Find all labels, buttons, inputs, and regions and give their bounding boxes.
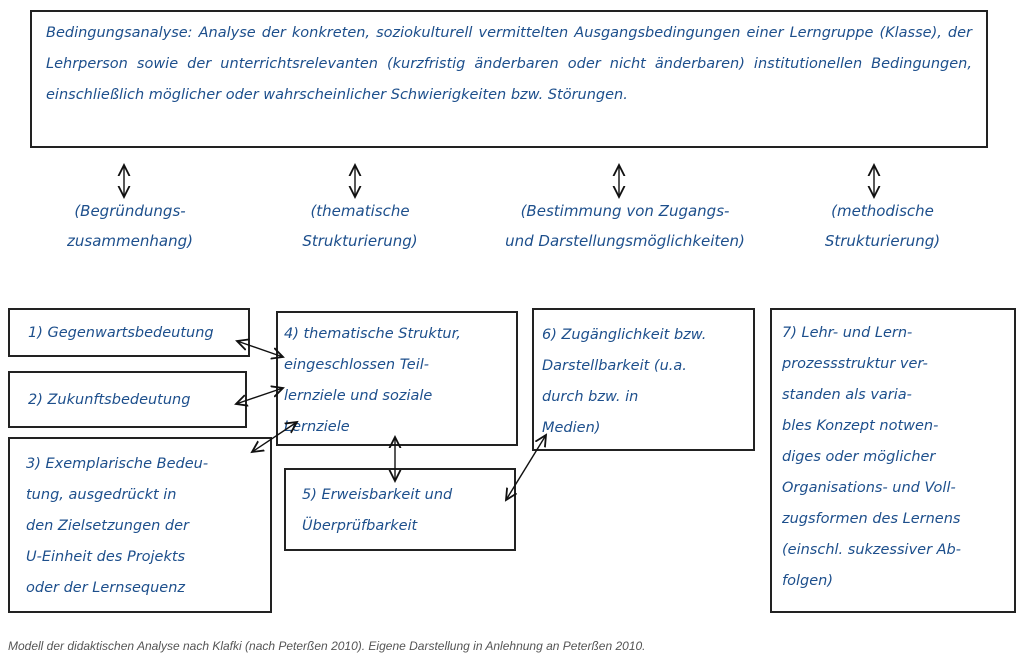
label-methodische-strukturierung: (methodische Strukturierung) — [824, 202, 941, 250]
box-thematische-struktur: 4) thematische Struktur, eingeschlossen … — [276, 311, 518, 446]
label-zugangs-darstellung: (Bestimmung von Zugangs- und Darstellung… — [505, 202, 745, 250]
bedingungsanalyse-box: Bedingungsanalyse: Analyse der konkreten… — [30, 10, 988, 148]
box-exemplarische-bedeutung: 3) Exemplarische Bedeu- tung, ausgedrück… — [8, 437, 272, 613]
box-zugaenglichkeit: 6) Zugänglichkeit bzw. Darstellbarkeit (… — [532, 308, 755, 451]
box-zukunftsbedeutung: 2) Zukunftsbedeutung — [8, 371, 247, 428]
box-text: 2) Zukunftsbedeutung — [28, 392, 191, 408]
box-text: 3) Exemplarische Bedeu- tung, ausgedrück… — [26, 456, 209, 596]
box-text: 5) Erweisbarkeit und Überprüfbarkeit — [302, 487, 453, 534]
box-erweisbarkeit: 5) Erweisbarkeit und Überprüfbarkeit — [284, 468, 516, 551]
box-text: 7) Lehr- und Lern- prozessstruktur ver- … — [782, 325, 961, 589]
bedingungsanalyse-text: Bedingungsanalyse: Analyse der konkreten… — [46, 25, 972, 103]
box-lehr-lernprozessstruktur: 7) Lehr- und Lern- prozessstruktur ver- … — [770, 308, 1016, 613]
box-text: 4) thematische Struktur, eingeschlossen … — [284, 326, 461, 435]
label-begruendungszusammenhang: (Begründungs- zusammenhang) — [67, 202, 193, 250]
box-gegenwartsbedeutung: 1) Gegenwartsbedeutung — [8, 308, 250, 357]
box-text: 1) Gegenwartsbedeutung — [28, 325, 214, 341]
label-thematische-strukturierung: (thematische Strukturierung) — [302, 202, 418, 250]
box-text: 6) Zugänglichkeit bzw. Darstellbarkeit (… — [542, 327, 707, 436]
figure-caption: Modell der didaktischen Analyse nach Kla… — [8, 639, 646, 653]
